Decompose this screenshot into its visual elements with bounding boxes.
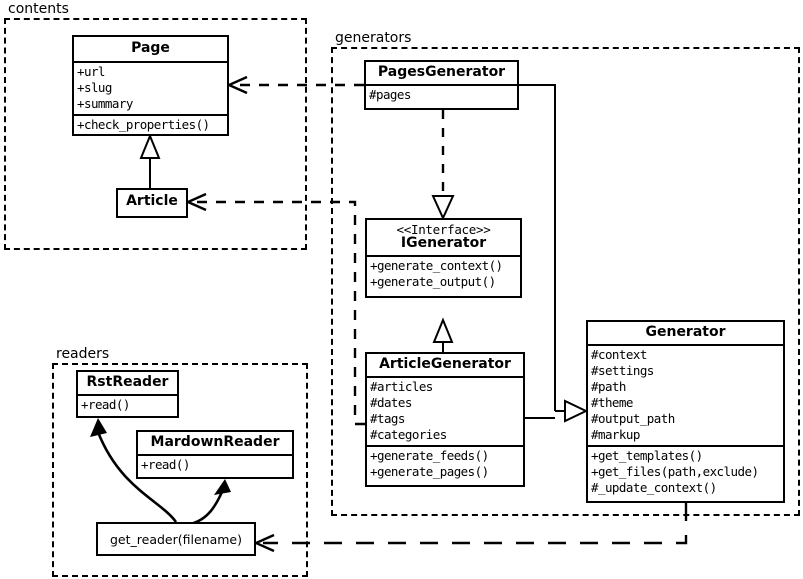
attribute: #articles: [370, 378, 433, 394]
package-readers: [52, 363, 308, 577]
edge-generator-depends-get-reader: [253, 503, 688, 553]
attribute: #categories: [370, 426, 447, 442]
class-rst-reader-title: RstReader: [86, 374, 169, 390]
class-igenerator-stereotype: <<Interface>>: [396, 222, 491, 237]
class-article[interactable]: Article: [116, 188, 188, 218]
class-pages-generator-title: PagesGenerator: [377, 64, 506, 80]
class-page[interactable]: Page +url +slug +summary +check_properti…: [72, 35, 229, 136]
operation: +generate_feeds(): [370, 447, 489, 463]
class-generator-operations: +get_templates() +get_files(path,exclude…: [588, 444, 783, 498]
function-get-reader-label: get_reader(filename): [110, 531, 242, 547]
operation: +generate_context(): [370, 257, 503, 273]
class-article-generator-operations: +generate_feeds() +generate_pages(): [367, 444, 523, 482]
class-article-generator-attributes: #articles #dates #tags #categories: [367, 375, 523, 445]
class-generator-title: Generator: [645, 324, 726, 340]
class-igenerator[interactable]: <<Interface>> IGenerator +generate_conte…: [365, 218, 522, 298]
function-get-reader[interactable]: get_reader(filename): [96, 522, 256, 556]
class-generator-attributes: #context #settings #path #theme #output_…: [588, 343, 783, 445]
attribute: #settings: [591, 362, 654, 378]
class-igenerator-title: <<Interface>> IGenerator: [367, 220, 520, 255]
operation: +get_files(path,exclude): [591, 463, 759, 479]
class-igenerator-name: IGenerator: [400, 235, 487, 252]
operation: +read(): [81, 396, 130, 412]
class-pages-generator-attributes: #pages: [366, 83, 517, 105]
class-mardown-reader[interactable]: MardownReader +read(): [136, 430, 294, 479]
edge-pagesgenerator-realizes-igenerator: [431, 110, 455, 221]
package-generators-label: generators: [333, 30, 414, 46]
operation: +generate_output(): [370, 273, 496, 289]
class-pages-generator[interactable]: PagesGenerator #pages: [364, 60, 519, 110]
operation: +generate_pages(): [370, 463, 489, 479]
class-page-attributes: +url +slug +summary: [74, 60, 227, 114]
class-mardown-reader-operations: +read(): [138, 453, 292, 475]
operation: +check_properties(): [77, 116, 210, 132]
attribute: +slug: [77, 79, 112, 95]
attribute: +summary: [77, 95, 133, 111]
edge-article-inherits-page: [139, 133, 161, 188]
attribute: #pages: [369, 86, 411, 102]
class-page-operations: +check_properties(): [74, 113, 227, 135]
attribute: #output_path: [591, 410, 675, 426]
operation: +get_templates(): [591, 447, 703, 463]
attribute: #path: [591, 378, 626, 394]
edge-articlegenerator-realizes-igenerator: [432, 317, 454, 352]
class-article-generator-title: ArticleGenerator: [379, 356, 511, 372]
class-article-generator[interactable]: ArticleGenerator #articles #dates #tags …: [365, 352, 525, 487]
class-generator[interactable]: Generator #context #settings #path #them…: [586, 320, 785, 503]
class-mardown-reader-title: MardownReader: [150, 434, 280, 450]
package-contents: [4, 18, 307, 250]
class-rst-reader-operations: +read(): [78, 393, 177, 415]
operation: #_update_context(): [591, 479, 717, 495]
package-readers-label: readers: [54, 346, 112, 362]
attribute: #theme: [591, 394, 633, 410]
class-igenerator-operations: +generate_context() +generate_output(): [367, 254, 520, 292]
class-article-title: Article: [126, 193, 178, 209]
edge-articlegenerator-depends-article: [185, 192, 365, 426]
class-page-title: Page: [131, 40, 170, 56]
edge-generators-inherit-generator: [519, 84, 589, 423]
class-rst-reader[interactable]: RstReader +read(): [76, 370, 179, 418]
edge-pagesgenerator-depends-page: [226, 75, 364, 95]
package-contents-label: contents: [6, 1, 71, 17]
attribute: #dates: [370, 394, 412, 410]
edge-get-reader-returns-rstreader: [90, 418, 178, 523]
attribute: +url: [77, 63, 105, 79]
package-generators: [331, 47, 800, 516]
attribute: #context: [591, 346, 647, 362]
attribute: #tags: [370, 410, 405, 426]
operation: +read(): [141, 456, 190, 472]
attribute: #markup: [591, 426, 640, 442]
